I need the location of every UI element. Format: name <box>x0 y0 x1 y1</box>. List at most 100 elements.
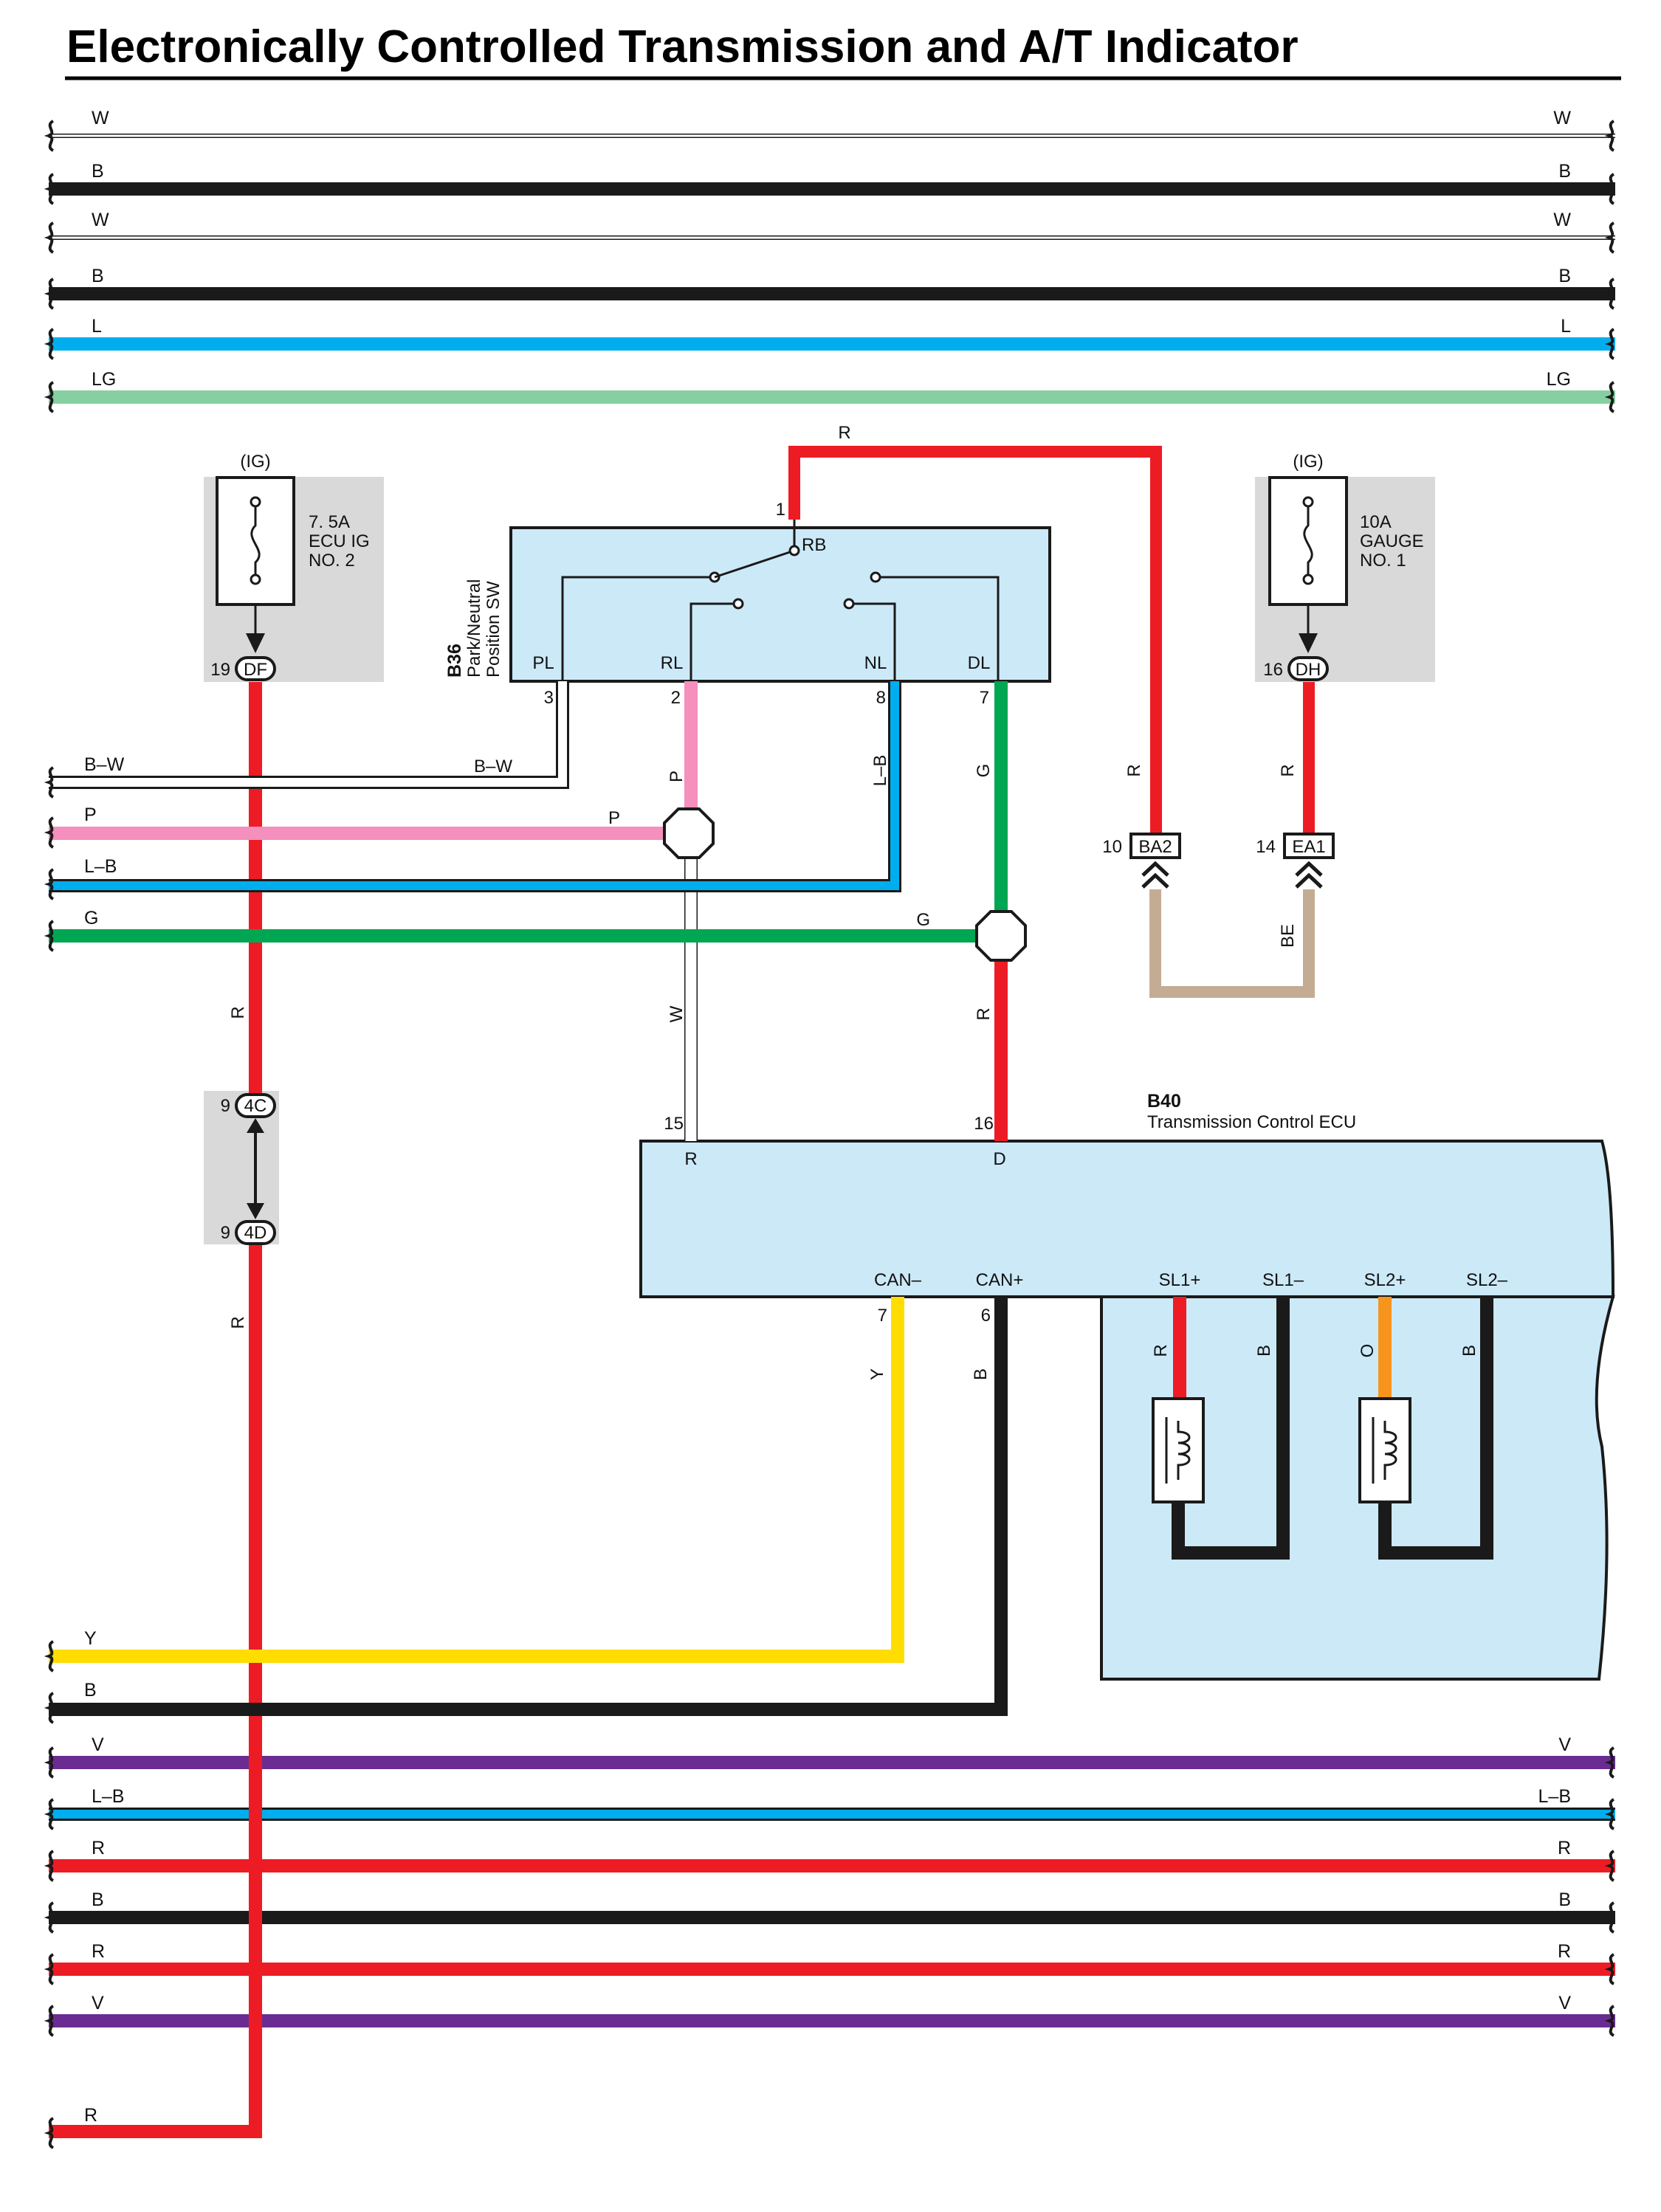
wire-break-left-icon <box>44 173 55 205</box>
wire-y-can-minus <box>49 1297 904 1663</box>
wire-break-left-icon <box>44 1640 55 1672</box>
wire-label-r-d: R <box>974 1007 994 1020</box>
left-entry-label: G <box>84 908 98 928</box>
wire-label-p-vert: P <box>667 771 687 782</box>
wire-break-left-icon <box>44 278 55 310</box>
wire-break-left-icon <box>44 328 55 360</box>
wire-break-left-icon <box>44 1850 55 1882</box>
switch-rb-pin: 1 <box>776 500 785 520</box>
wire-label-y-vert: Y <box>867 1368 887 1380</box>
fuse2-rating: 10A <box>1360 512 1392 532</box>
wire-break-left-icon <box>44 1901 55 1934</box>
fuse1-number: NO. 2 <box>309 551 355 571</box>
fuse-gauge-symbol <box>1268 476 1348 653</box>
top-bus-label-right: B <box>1558 266 1571 286</box>
fuse2-name: GAUGE <box>1360 531 1424 551</box>
fuse1-name: ECU IG <box>309 531 370 551</box>
switch-terminal-pl: PL <box>532 653 554 673</box>
wire-break-right-icon <box>1604 1953 1615 1985</box>
wire-label-r-ba2: R <box>1124 764 1144 776</box>
wire-label-w-vert: W <box>667 1005 687 1022</box>
bottom-bus-label-left: V <box>92 1734 104 1755</box>
connector-dh <box>1287 656 1329 681</box>
page-title: Electronically Controlled Transmission a… <box>66 21 1299 72</box>
top-bus-label-left: L <box>92 316 102 337</box>
ea1-chevron-icon <box>1295 861 1323 889</box>
switch-pin-rl: 2 <box>671 688 681 708</box>
wire-break-right-icon <box>1604 221 1615 254</box>
ba2-chevron-icon <box>1141 861 1169 889</box>
fuse1-pin: 19 <box>210 660 230 680</box>
wire-break-right-icon <box>1604 1901 1615 1934</box>
top-bus-label-right: LG <box>1547 369 1571 390</box>
bottom-bus-label-left: R <box>92 1838 105 1858</box>
left-entry-label: Y <box>84 1628 97 1649</box>
wire-b-sl2-minus <box>1378 1297 1493 1560</box>
top-bus-label-right: L <box>1561 316 1571 337</box>
ecu-terminal-can-minus: CAN– <box>874 1270 922 1290</box>
splice-g <box>975 910 1027 962</box>
connector-4d <box>235 1220 276 1245</box>
wire-break-right-icon <box>1604 120 1615 152</box>
left-entry-label: P <box>84 804 97 825</box>
ecu-terminal-r: R <box>684 1149 697 1169</box>
bottom-bus-label-right: R <box>1558 1838 1571 1858</box>
left-entry-label: B <box>84 1680 97 1701</box>
splice-p <box>663 807 715 859</box>
ecu-terminal-can-plus: CAN+ <box>976 1270 1024 1290</box>
wire-break-right-icon <box>1604 1798 1615 1830</box>
top-bus-label-left: B <box>92 266 104 286</box>
wire-label-be: BE <box>1278 924 1298 948</box>
ecu-name: Transmission Control ECU <box>1147 1112 1356 1132</box>
park-neutral-switch-body <box>509 526 1051 683</box>
wire-label-o-sl2: O <box>1358 1344 1378 1358</box>
top-bus-label-left: LG <box>92 369 116 390</box>
bottom-bus-label-right: B <box>1558 1889 1571 1910</box>
left-entry-label: B–W <box>84 754 125 775</box>
wire-label-r-ea1: R <box>1278 764 1298 776</box>
wire-break-left-icon <box>44 1692 55 1724</box>
wire-lb-nl <box>49 681 901 892</box>
wire-label-r-sl1: R <box>1151 1344 1171 1357</box>
wire-break-left-icon <box>44 1746 55 1779</box>
wires: B–W P L–B G Y B R <box>44 446 1493 2149</box>
wire-break-left-icon <box>44 766 55 799</box>
wire-break-left-icon <box>44 381 55 413</box>
wire-break-left-icon <box>44 1798 55 1830</box>
ecu-terminal-d: D <box>993 1149 1005 1169</box>
left-entry-label: R <box>84 2105 97 2126</box>
wire-b-can-plus <box>49 1297 1008 1716</box>
fuse-ecu-ig-symbol <box>216 476 295 653</box>
ecu-pin-d: 16 <box>974 1114 994 1134</box>
junction-lower: 4D <box>244 1223 267 1243</box>
wire-break-right-icon <box>1604 173 1615 205</box>
switch-contacts <box>561 520 1000 681</box>
switch-code: B36 <box>444 644 465 678</box>
connector-df <box>235 656 276 681</box>
ecu-terminal-sl2-minus: SL2– <box>1466 1270 1508 1290</box>
wire-break-right-icon <box>1604 381 1615 413</box>
wire-bw-pl <box>49 681 569 789</box>
transmission-ecu-body <box>639 1140 1615 1298</box>
wire-label-r-top: R <box>838 423 850 443</box>
bottom-bus-label-left: L–B <box>92 1786 124 1807</box>
fuse2-number: NO. 1 <box>1360 551 1406 571</box>
top-bus-label-right: W <box>1553 210 1571 230</box>
wire-label-p-right: P <box>608 808 620 828</box>
wire-break-left-icon <box>44 2005 55 2037</box>
switch-terminal-dl: DL <box>968 653 991 673</box>
junction-lower-pin: 9 <box>221 1223 230 1243</box>
fuse1-supply: (IG) <box>240 452 270 472</box>
ecu-pin-can-plus: 6 <box>981 1306 991 1326</box>
top-bus-label-right: W <box>1553 108 1571 128</box>
wire-be-ba2-ea1 <box>1149 889 1315 998</box>
fuse1-rating: 7. 5A <box>309 512 350 532</box>
wire-r-4d-to-left <box>49 1244 262 2138</box>
wire-break-left-icon <box>44 816 55 849</box>
top-bus-label-left: W <box>92 108 109 128</box>
wire-label-r-main-lower: R <box>228 1316 248 1329</box>
connector-ea1 <box>1283 833 1335 859</box>
wire-label-b-sl2: B <box>1459 1345 1479 1357</box>
